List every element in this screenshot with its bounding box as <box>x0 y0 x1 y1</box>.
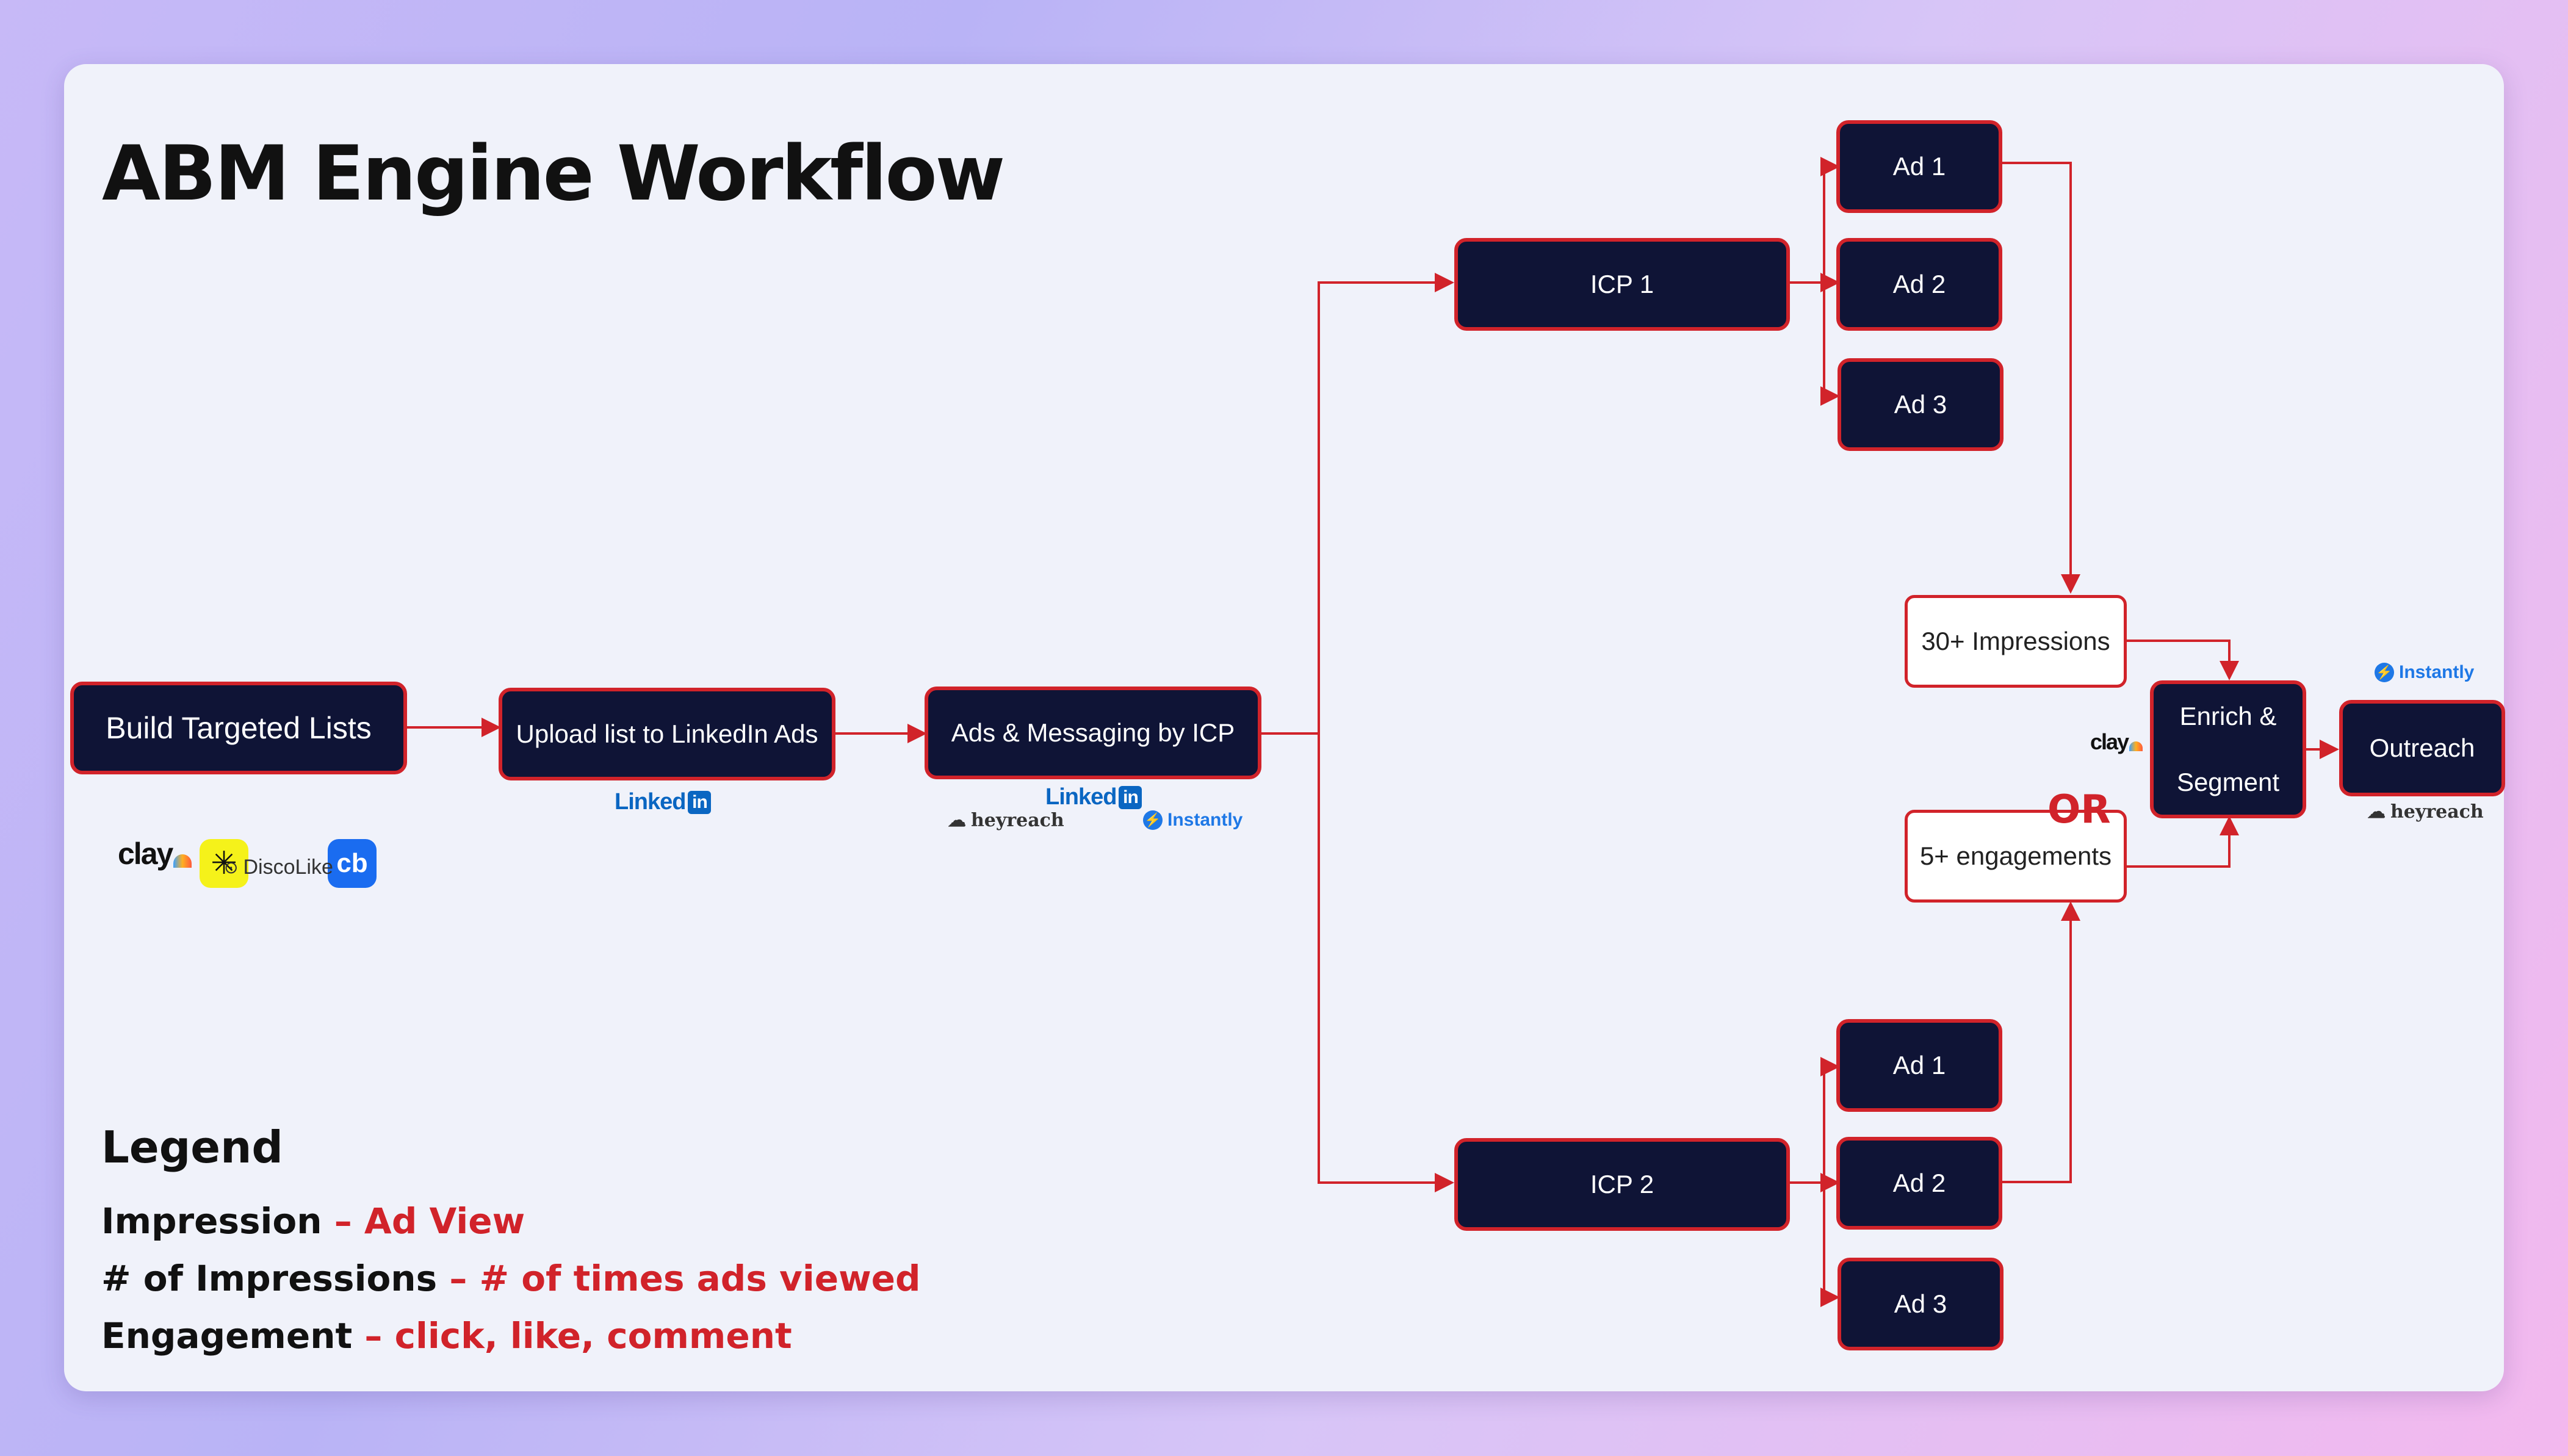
clay-icon: clay <box>2090 729 2143 755</box>
icp1-ad1-label: Ad 1 <box>1892 152 1946 181</box>
segment-label: Segment <box>2176 768 2280 796</box>
connector-arrows <box>405 157 2339 1307</box>
icp2-ad2-node[interactable]: Ad 2 <box>1836 1137 2002 1230</box>
enrich-segment-node[interactable]: Enrich & Segment <box>2150 680 2306 818</box>
clay-icon: clay <box>118 836 192 871</box>
icp1-node[interactable]: ICP 1 <box>1454 238 1790 331</box>
arrow-ad2-to-engagements <box>2001 901 2080 1183</box>
instantly-bolt-icon: ⚡Instantly <box>2375 662 2474 683</box>
arrow-branch-to-icp2 <box>1318 733 1454 1192</box>
icp2-ad3-label: Ad 3 <box>1894 1289 1947 1318</box>
arrow-icp2-ad1 <box>1789 1057 1840 1184</box>
icp1-ad2-label: Ad 2 <box>1892 270 1946 298</box>
outreach-label: Outreach <box>2369 733 2475 762</box>
arrow-engagements-to-enrich <box>2123 816 2239 868</box>
arrow-ad1-to-impressions <box>2001 162 2080 594</box>
arrow-icp1-ad1 <box>1789 157 1840 284</box>
icp2-node[interactable]: ICP 2 <box>1454 1138 1790 1231</box>
icp2-label: ICP 2 <box>1590 1170 1654 1198</box>
legend-row-impression: Impression – Ad View <box>101 1200 525 1242</box>
crunchbase-icon: cb <box>328 839 377 888</box>
impressions-label: 30+ Impressions <box>1921 627 2110 655</box>
arrow-branch-to-icp1 <box>1259 273 1454 735</box>
icp2-ad1-label: Ad 1 <box>1892 1051 1946 1079</box>
arrow-icp1-ad3 <box>1820 283 1840 406</box>
workflow-card: ABM Engine Workflow Build Targeted Li <box>64 64 2505 1391</box>
icp2-ad3-node[interactable]: Ad 3 <box>1838 1258 2004 1350</box>
build-targeted-lists-node[interactable]: Build Targeted Lists <box>70 682 407 774</box>
upload-list-node[interactable]: Upload list to LinkedIn Ads <box>499 688 835 780</box>
icp1-ad3-node[interactable]: Ad 3 <box>1838 358 2004 451</box>
icp2-ad1-node[interactable]: Ad 1 <box>1836 1019 2002 1112</box>
icp2-ad2-label: Ad 2 <box>1892 1169 1946 1197</box>
ads-messaging-node[interactable]: Ads & Messaging by ICP <box>925 687 1261 779</box>
legend-row-num-impressions: # of Impressions – # of times ads viewed <box>101 1258 921 1299</box>
icp1-ad2-node[interactable]: Ad 2 <box>1836 238 2002 331</box>
engagements-label: 5+ engagements <box>1919 842 2112 870</box>
icp1-ad1-node[interactable]: Ad 1 <box>1836 120 2002 213</box>
upload-list-label: Upload list to LinkedIn Ads <box>516 719 818 748</box>
impressions-condition[interactable]: 30+ Impressions <box>1905 595 2127 688</box>
ads-messaging-label: Ads & Messaging by ICP <box>951 718 1235 747</box>
heyreach-icon: ☁heyreach <box>2367 801 2484 823</box>
page-title: ABM Engine Workflow <box>102 130 1005 218</box>
enrich-label: Enrich & <box>2179 702 2277 730</box>
icp1-label: ICP 1 <box>1590 270 1654 298</box>
instantly-bolt-icon: ⚡Instantly <box>1143 810 1243 831</box>
legend-title: Legend <box>101 1122 283 1173</box>
arrow-icp2-ad3 <box>1820 1183 1840 1307</box>
icp1-ad3-label: Ad 3 <box>1894 390 1947 419</box>
legend-row-engagement: Engagement – click, like, comment <box>101 1315 792 1357</box>
arrow-impressions-to-enrich <box>2123 640 2239 680</box>
outreach-node[interactable]: Outreach <box>2339 700 2505 796</box>
heyreach-icon: ☁heyreach <box>948 810 1064 831</box>
asterisk-icon: ✳ <box>200 839 248 888</box>
discolike-icon: ⊙DiscoLike <box>224 856 333 879</box>
or-label: OR <box>2047 787 2111 832</box>
engagements-condition[interactable]: 5+ engagements <box>1905 810 2127 903</box>
build-targeted-lists-label: Build Targeted Lists <box>106 711 372 745</box>
